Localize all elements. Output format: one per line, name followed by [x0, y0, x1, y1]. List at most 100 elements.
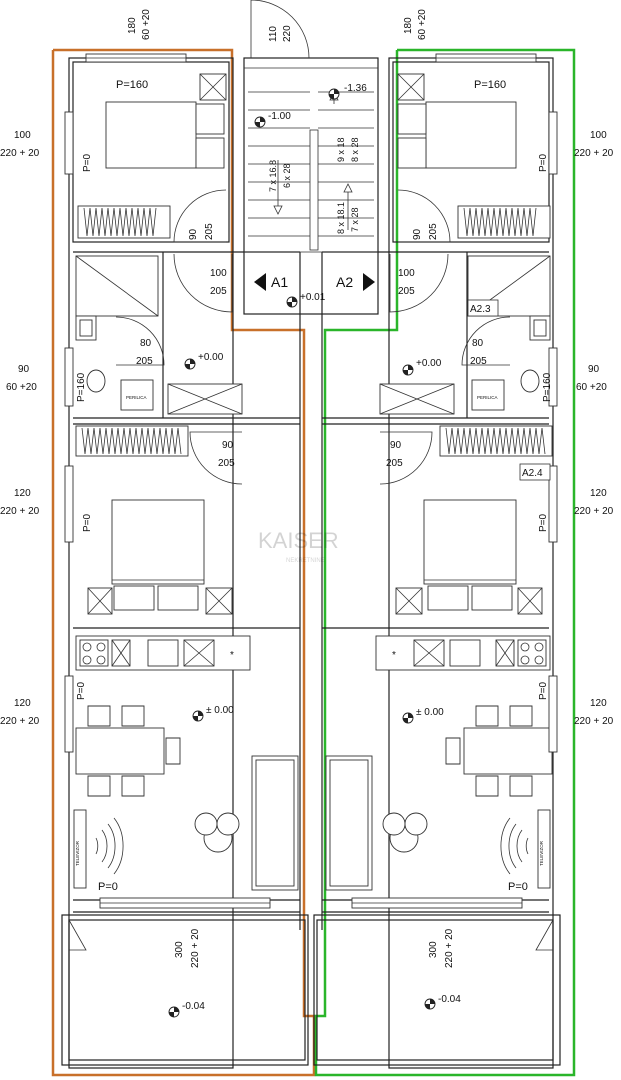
- apartment-labels: A1 A2: [254, 273, 375, 291]
- watermark: KAISER NEKRETNINE: [258, 528, 339, 564]
- left-tv-label: TELEVIZOR: [75, 840, 80, 866]
- door-right-entry-1: 100: [398, 268, 415, 279]
- dim-right-bed2-1: 120: [590, 488, 607, 499]
- door-left-entry-2: 205: [210, 286, 227, 297]
- dim-left-bed1-2: 220 + 20: [0, 148, 40, 159]
- dim-right-balcony-1: 300: [428, 941, 439, 958]
- apartment-a2-label: A2: [336, 274, 353, 290]
- right-bathroom: PERILICA: [379, 255, 551, 415]
- apartment-a2-outline: [314, 48, 576, 1077]
- arrow-left-icon: [254, 273, 266, 291]
- door-right-bed1-1: 90: [412, 228, 423, 240]
- dim-top-left-2: 60 +20: [141, 9, 152, 40]
- right-kitchen-living: * TELEVIZOR: [325, 635, 553, 891]
- level-left-living: ± 0.00: [206, 705, 234, 716]
- stair-labels: 7 x 16.8 6 x 28 9 x 18 8 x 28 8 x 18.1 7…: [268, 137, 360, 234]
- dim-left-bed2-2: 220 + 20: [0, 506, 40, 517]
- watermark-brand: KAISER: [258, 528, 339, 553]
- level-markers: -1.36 -1.00 +0.01 +0.00 +0.00 ± 0.00 ± 0…: [168, 83, 461, 1018]
- parapet-left-bed1: P=160: [116, 79, 148, 91]
- windows: [64, 53, 558, 951]
- dim-left-balcony-1: 300: [174, 941, 185, 958]
- level-right-living: ± 0.00: [416, 707, 444, 718]
- parapet-right-living: P=0: [538, 681, 549, 700]
- stair-right-run-1: 8 x 18.1: [336, 202, 346, 234]
- dim-right-bath-1: 90: [588, 364, 600, 375]
- right-entry-door: [389, 253, 449, 313]
- left-entry-door: [173, 253, 233, 313]
- door-left-bath-1: 80: [140, 338, 152, 349]
- svg-text:*: *: [392, 650, 396, 661]
- stair-upper-run-1: 9 x 18: [336, 137, 346, 162]
- parapet-right-bed2: P=0: [538, 513, 549, 532]
- dim-top-right-1: 180: [403, 17, 414, 34]
- room-tags: A2.3 A2.4: [467, 299, 551, 481]
- dimension-labels: 180 60 +20 180 60 +20 110 220 100 220 + …: [0, 9, 614, 968]
- dim-entry-door-1: 110: [268, 26, 279, 42]
- dim-left-bed1-1: 100: [14, 130, 31, 141]
- stair-left-run-2: 6 x 28: [282, 163, 292, 188]
- stair-upper-run-2: 8 x 28: [350, 137, 360, 162]
- right-washer-label: PERILICA: [477, 395, 498, 400]
- left-bedroom-2: [75, 425, 243, 615]
- door-right-bath-1: 80: [472, 338, 484, 349]
- dim-left-living-2: 220 + 20: [0, 716, 40, 727]
- arrow-right-icon: [363, 273, 375, 291]
- level-marker-icon: [328, 88, 340, 100]
- door-left-bed2-1: 90: [222, 440, 234, 451]
- level-left-balcony: -0.04: [182, 1001, 205, 1012]
- dim-left-bath-1: 90: [18, 364, 30, 375]
- dim-right-living-2: 220 + 20: [574, 716, 614, 727]
- door-right-entry-2: 205: [398, 286, 415, 297]
- parapet-right-tv: P=0: [508, 881, 528, 893]
- level-marker-icon: [402, 364, 414, 376]
- parapet-left-bed2: P=0: [82, 513, 93, 532]
- parapet-labels: P=160 P=160 P=0 P=0 P=160 P=160 P=0 P=0 …: [76, 79, 553, 893]
- stair-right-run-2: 7 x 28: [350, 207, 360, 232]
- watermark-tagline: NEKRETNINE: [286, 558, 325, 564]
- door-left-bath-2: 205: [136, 356, 153, 367]
- room-tag-bed2: A2.4: [522, 468, 543, 479]
- level-marker-icon: [184, 358, 196, 370]
- level-right-balcony: -0.04: [438, 994, 461, 1005]
- svg-text:*: *: [230, 650, 234, 661]
- dim-right-bed1-2: 220 + 20: [574, 148, 614, 159]
- parapet-left-bed1-side: P=0: [82, 153, 93, 172]
- level-marker-icon: [402, 712, 414, 724]
- dim-right-bath-2: 60 +20: [576, 382, 607, 393]
- parapet-left-bath: P=160: [76, 372, 87, 402]
- level-landing: +0.01: [300, 292, 326, 303]
- level-stair-top: -1.36: [344, 83, 367, 94]
- dim-right-living-1: 120: [590, 698, 607, 709]
- dim-right-bed2-2: 220 + 20: [574, 506, 614, 517]
- door-left-bed1-2: 205: [204, 223, 215, 240]
- level-stair-mid: -1.00: [268, 111, 291, 122]
- dim-left-bed2-1: 120: [14, 488, 31, 499]
- door-left-entry-1: 100: [210, 268, 227, 279]
- room-tag-bath: A2.3: [470, 304, 491, 315]
- dim-top-right-2: 60 +20: [417, 9, 428, 40]
- right-tv-label: TELEVIZOR: [539, 840, 544, 866]
- level-marker-icon: [254, 116, 266, 128]
- parapet-right-bath: P=160: [542, 372, 553, 402]
- apartment-a1-label: A1: [271, 274, 288, 290]
- left-kitchen-living: * TELEVIZOR: [73, 635, 299, 891]
- dim-entry-door-2: 220: [282, 25, 293, 42]
- door-right-bed2-1: 90: [390, 440, 402, 451]
- level-right-hall: +0.00: [416, 358, 442, 369]
- level-marker-icon: [286, 296, 298, 308]
- level-left-hall: +0.00: [198, 352, 224, 363]
- door-left-bed1-1: 90: [188, 228, 199, 240]
- dim-right-bed1-1: 100: [590, 130, 607, 141]
- left-washer-label: PERILICA: [126, 395, 147, 400]
- dim-left-bath-2: 60 +20: [6, 382, 37, 393]
- door-right-bath-2: 205: [470, 356, 487, 367]
- level-marker-icon: [424, 998, 436, 1010]
- parapet-left-living: P=0: [76, 681, 87, 700]
- dim-top-left-1: 180: [127, 17, 138, 34]
- door-left-bed2-2: 205: [218, 458, 235, 469]
- right-bedroom-1: [397, 73, 551, 243]
- door-right-bed2-2: 205: [386, 458, 403, 469]
- level-marker-icon: [192, 710, 204, 722]
